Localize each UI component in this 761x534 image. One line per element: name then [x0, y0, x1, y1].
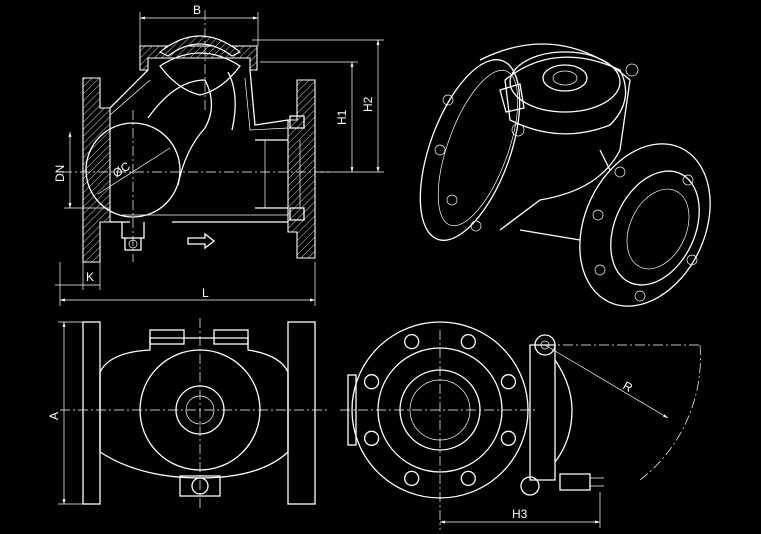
dim-label-oc: ØC: [110, 159, 133, 181]
section-dimensions: [55, 12, 384, 306]
bolt-hole: [363, 430, 380, 446]
dim-label-l: L: [202, 286, 209, 300]
bolt-hole: [363, 374, 380, 390]
dim-label-b: B: [193, 3, 201, 17]
dim-label-h1: H1: [335, 109, 349, 125]
bolt-hole: [404, 470, 420, 487]
dim-label-h3: H3: [512, 507, 528, 521]
dim-label-a: A: [47, 412, 61, 420]
dim-label-h2: H2: [361, 96, 375, 112]
bolt-hole: [404, 333, 420, 350]
isometric-view: [419, 43, 711, 307]
dim-label-r: R: [621, 378, 636, 395]
front-dimensions: [440, 344, 669, 528]
front-view: [340, 321, 701, 530]
bolt-hole: [460, 470, 476, 487]
side-dimensions: [58, 321, 90, 505]
flange-bolt-holes: [363, 333, 517, 487]
bolt-hole: [500, 374, 517, 390]
section-view: [62, 10, 330, 263]
bolt-hole: [460, 333, 476, 350]
bolt-hole: [500, 430, 517, 446]
dim-label-k: K: [86, 270, 94, 284]
dim-label-dn: DN: [53, 165, 67, 182]
side-view: [60, 318, 330, 510]
